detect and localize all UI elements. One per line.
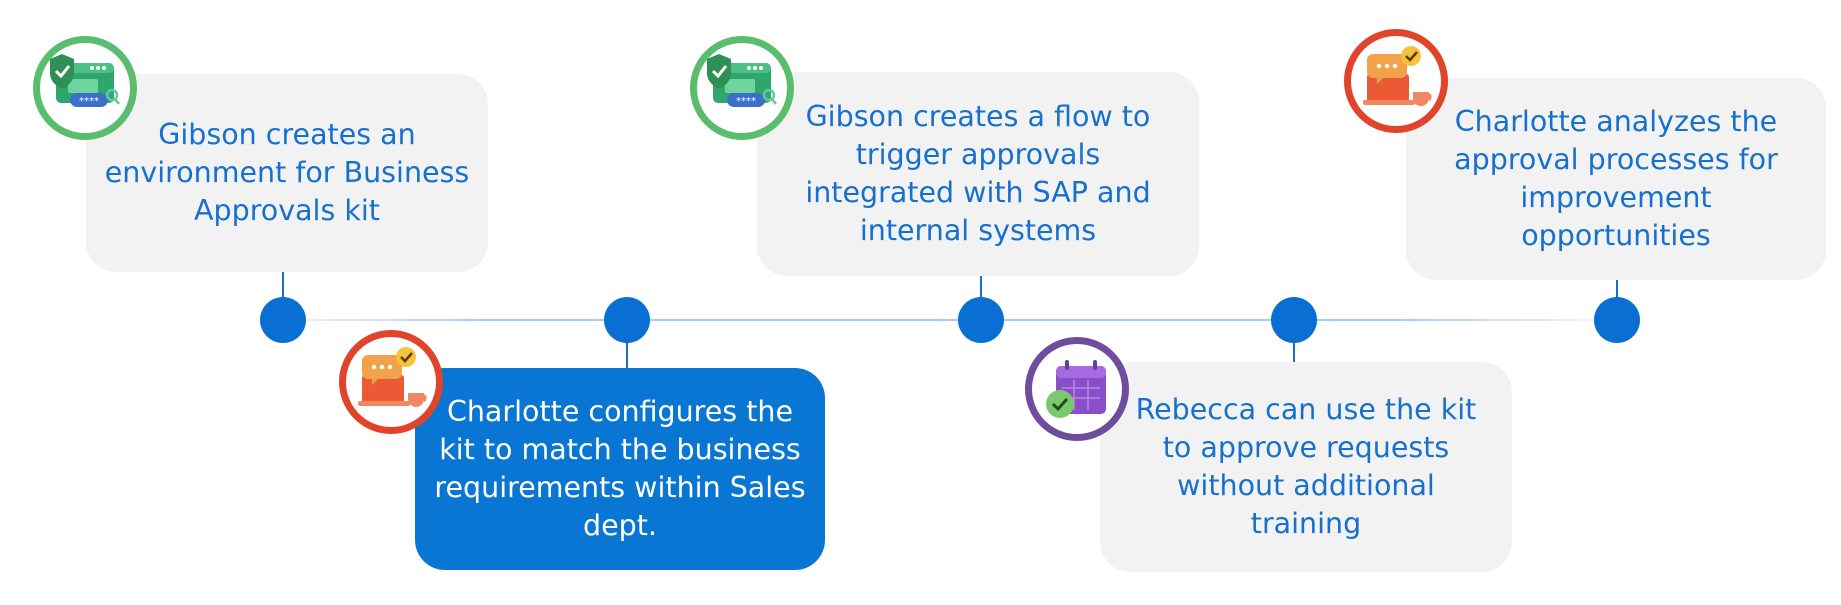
step-badge-4 [1025,337,1129,441]
connector-step-3 [980,276,982,300]
timeline-line [280,319,1600,321]
step-badge-1: **** [33,36,137,140]
step-text-4: Rebecca can use the kit to approve reque… [1135,393,1477,540]
timeline-dot-step-5 [1594,297,1640,343]
step-text-5: Charlotte analyzes the approval processe… [1454,105,1778,252]
svg-text:****: **** [79,96,99,107]
step-badge-5 [1344,29,1448,133]
step-card-4: Rebecca can use the kit to approve reque… [1100,362,1512,572]
step-card-3: Gibson creates a flow to trigger approva… [757,72,1199,276]
connector-step-5 [1616,280,1618,300]
svg-text:****: **** [736,96,756,107]
step-card-5: Charlotte analyzes the approval processe… [1406,78,1826,280]
timeline-dot-step-3 [958,297,1004,343]
connector-step-4 [1293,340,1295,362]
step-text-3: Gibson creates a flow to trigger approva… [805,100,1151,247]
step-badge-3: **** [690,36,794,140]
step-text-2: Charlotte configures the kit to match th… [434,395,806,542]
step-card-1: Gibson creates an environment for Busine… [86,74,488,272]
connector-step-1 [282,272,284,302]
step-badge-2 [339,330,443,434]
step-text-1: Gibson creates an environment for Busine… [104,118,470,227]
connector-step-2 [626,340,628,368]
timeline-dot-step-4 [1271,297,1317,343]
step-card-2: Charlotte configures the kit to match th… [415,368,825,570]
timeline-dot-step-1 [260,297,306,343]
timeline-dot-step-2 [604,297,650,343]
